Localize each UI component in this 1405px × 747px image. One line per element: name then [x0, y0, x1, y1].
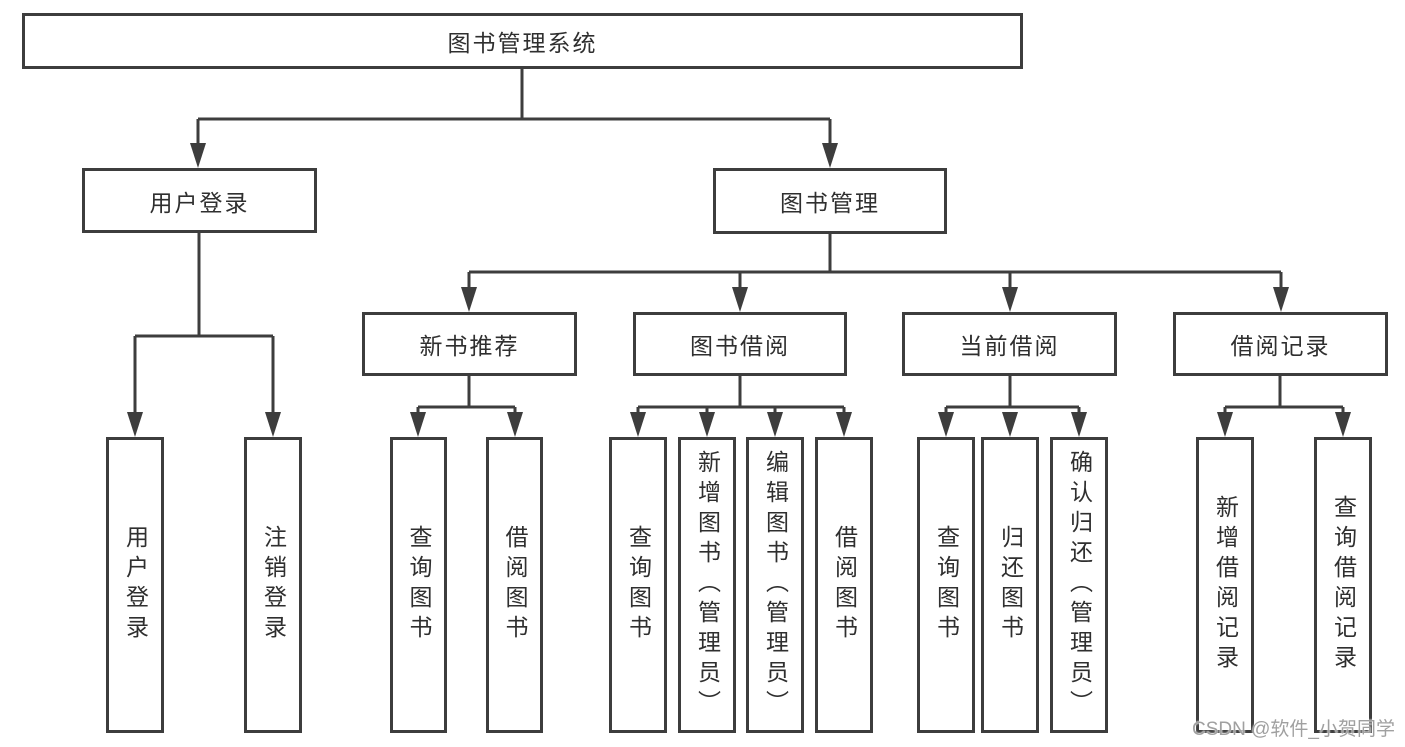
leaf-borrow-book-label: 借阅图书: [831, 525, 858, 645]
leaf-add-borrow-record-label: 新增借阅记录: [1212, 495, 1239, 675]
leaf-query-book-current: 查询图书: [917, 437, 975, 733]
leaf-query-book-borrow: 查询图书: [609, 437, 667, 733]
leaf-confirm-return-admin-label: 确认归还（管理员）: [1066, 450, 1093, 720]
leaf-borrow-book: 借阅图书: [815, 437, 873, 733]
leaf-confirm-return-admin: 确认归还（管理员）: [1050, 437, 1108, 733]
leaf-user-login-label: 用户登录: [122, 525, 149, 645]
node-book-management: 图书管理: [713, 168, 947, 234]
node-current-borrow-label: 当前借阅: [959, 333, 1060, 359]
leaf-add-book-admin: 新增图书（管理员）: [678, 437, 736, 733]
leaf-borrow-book-recommend: 借阅图书: [486, 437, 543, 733]
leaf-query-borrow-record-label: 查询借阅记录: [1330, 495, 1357, 675]
node-user-login-label: 用户登录: [149, 189, 250, 216]
leaf-query-book-borrow-label: 查询图书: [625, 525, 652, 645]
node-book-borrow: 图书借阅: [633, 312, 847, 376]
leaf-return-book-label: 归还图书: [997, 525, 1024, 645]
node-root: 图书管理系统: [22, 13, 1023, 69]
node-new-book-recommend: 新书推荐: [362, 312, 577, 376]
leaf-query-book-current-label: 查询图书: [933, 525, 960, 645]
leaf-borrow-book-recommend-label: 借阅图书: [502, 525, 528, 645]
leaf-logout-label: 注销登录: [260, 525, 287, 645]
node-book-management-label: 图书管理: [780, 190, 880, 216]
node-book-borrow-label: 图书借阅: [690, 333, 790, 359]
leaf-edit-book-admin-label: 编辑图书（管理员）: [762, 450, 789, 720]
node-root-label: 图书管理系统: [447, 30, 598, 56]
node-new-book-recommend-label: 新书推荐: [419, 333, 520, 359]
node-borrow-records: 借阅记录: [1173, 312, 1388, 376]
leaf-add-borrow-record: 新增借阅记录: [1196, 437, 1254, 733]
node-user-login: 用户登录: [82, 168, 317, 233]
leaf-query-book-recommend-label: 查询图书: [406, 525, 432, 645]
node-current-borrow: 当前借阅: [902, 312, 1117, 376]
leaf-edit-book-admin: 编辑图书（管理员）: [746, 437, 804, 733]
leaf-query-book-recommend: 查询图书: [390, 437, 447, 733]
leaf-add-book-admin-label: 新增图书（管理员）: [694, 450, 721, 720]
leaf-query-borrow-record: 查询借阅记录: [1314, 437, 1372, 733]
leaf-logout: 注销登录: [244, 437, 302, 733]
leaf-user-login: 用户登录: [106, 437, 164, 733]
watermark-text: CSDN @软件_小贺同学: [1192, 719, 1395, 740]
node-borrow-records-label: 借阅记录: [1230, 333, 1331, 359]
leaf-return-book: 归还图书: [981, 437, 1039, 733]
